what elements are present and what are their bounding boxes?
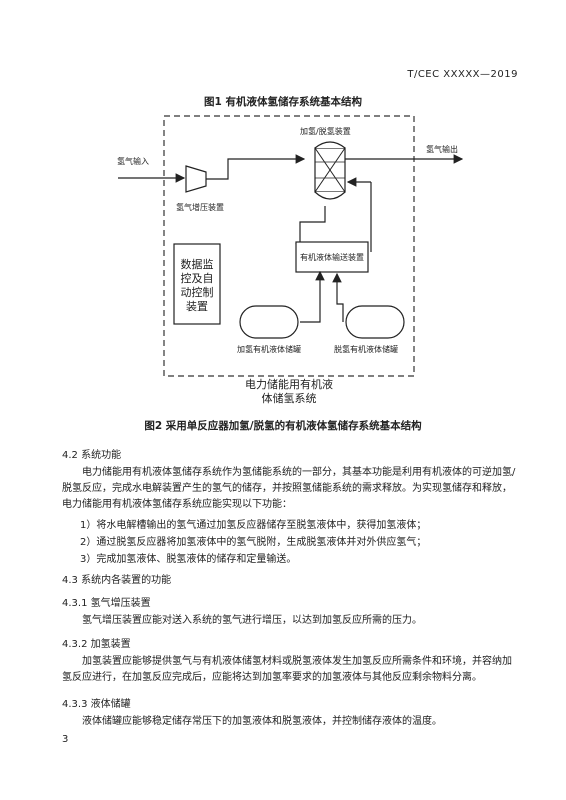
system-boundary: [163, 115, 415, 377]
system-label: 电力储能用有机液 体储氢系统: [214, 378, 364, 406]
hydro-tank-line: [300, 270, 325, 323]
paragraph-line: 电力储能用有机液体氢储存系统作为氢储能系统的一部分，其基本功能是利用有机液体的可…: [82, 467, 516, 478]
dehydro-tank-line: [332, 272, 344, 322]
document-code: T/CEC XXXXX—2019: [407, 69, 518, 80]
h2-input-label: 氢气输入: [117, 157, 149, 166]
compressor-symbol: [185, 165, 207, 193]
reactor-symbol: [314, 141, 346, 200]
compressor-to-reactor-line: [206, 154, 306, 180]
section-4-3-title: 4.3 系统内各装置的功能: [62, 575, 172, 586]
reactor-to-pump-line: [295, 206, 326, 254]
hydro-tank-label: 加氢有机液体储罐: [237, 345, 301, 354]
dehydro-tank: [345, 305, 405, 339]
paragraph-line: 液体储罐应能够稳定储存常压下的加氢液体和脱氢液体，并控制储存液体的温度。: [82, 716, 442, 727]
control-label-line: 数据监: [180, 258, 214, 271]
hydro-tank: [239, 305, 299, 339]
section-4-3-1-title: 4.3.1 氢气增压装置: [62, 598, 151, 609]
paragraph-line: 氢气增压装置应能对送入系统的氢气进行增压，以达到加氢反应所需的压力。: [82, 615, 422, 626]
system-label-line: 体储氢系统: [261, 392, 317, 405]
figure2-caption: 图2 采用单反应器加氢/脱氢的有机液体氢储存系统基本结构: [144, 420, 422, 432]
list-item: 2）通过脱氢反应器将加氢液体中的氢气脱附，生成脱氢液体并对外供应氢气；: [80, 537, 427, 548]
control-box: [173, 243, 221, 325]
dehydro-tank-label: 脱氢有机液体储罐: [334, 345, 398, 354]
paragraph-line: 加氢装置应能够提供氢气与有机液体储氢材料或脱氢液体发生加氢反应所需条件和环境，并…: [82, 656, 512, 667]
paragraph-line: 电力储能用有机液体氢储存系统应能实现以下功能：: [62, 499, 292, 510]
h2-output-label: 氢气输出: [426, 145, 458, 154]
section-4-3-2-title: 4.3.2 加氢装置: [62, 639, 131, 650]
figure1-caption: 图1 有机液体氢储存系统基本结构: [204, 96, 362, 108]
system-label-line: 电力储能用有机液: [245, 378, 333, 391]
section-4-3-3-title: 4.3.3 液体储罐: [62, 699, 131, 710]
pump-box: [295, 241, 369, 273]
control-label-line: 动控制: [180, 286, 214, 299]
compressor-label: 氢气增压装置: [176, 203, 224, 212]
paragraph-line: 氢反应进行，在加氢反应完成后，应能将达到加氢率要求的加氢液体与其他反应剩余物料分…: [62, 672, 482, 683]
control-label-line: 装置: [186, 300, 208, 313]
control-label: 数据监 控及自 动控制 装置: [174, 258, 220, 314]
reactor-label: 加氢/脱氢装置: [300, 127, 351, 136]
section-4-2-title: 4.2 系统功能: [62, 450, 122, 461]
control-label-line: 控及自: [180, 272, 214, 285]
paragraph-line: 脱氢反应，完成水电解装置产生的氢气的储存，并按照氢储能系统的需求释放。为实现氢储…: [62, 483, 512, 494]
pump-label: 有机液体输送装置: [300, 253, 364, 262]
list-item: 1）将水电解槽输出的氢气通过加氢反应器储存至脱氢液体中，获得加氢液体；: [80, 520, 427, 531]
page-number: 3: [62, 734, 69, 745]
list-item: 3）完成加氢液体、脱氢液体的储存和定量输送。: [80, 554, 297, 565]
